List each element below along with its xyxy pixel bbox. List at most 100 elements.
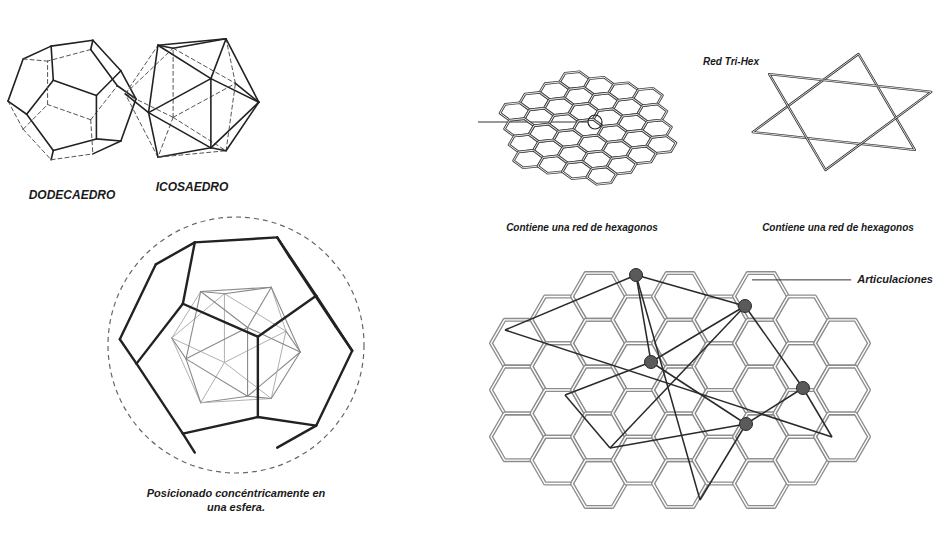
articulated-hexagon-network — [491, 269, 869, 507]
front-edge — [8, 59, 23, 101]
hexagon-inner — [815, 413, 869, 460]
pointer-line — [478, 122, 588, 123]
hexagon-inner — [604, 154, 639, 177]
front-edge — [210, 79, 212, 148]
front-edge — [125, 94, 148, 113]
hidden-edge — [91, 86, 118, 120]
front-edge — [183, 242, 195, 303]
hidden-edge — [51, 154, 93, 160]
hexagon-inner — [815, 367, 869, 414]
hexagon-inner — [644, 133, 679, 156]
front-edge — [137, 364, 183, 434]
triangle-bar — [610, 306, 745, 448]
front-edge — [277, 237, 316, 295]
front-edge — [226, 39, 259, 102]
front-edge — [149, 79, 211, 113]
front-edge — [271, 287, 300, 352]
hidden-edge — [47, 61, 48, 104]
front-edge — [158, 45, 211, 78]
hexagon-outer — [584, 164, 619, 187]
front-edge — [201, 291, 225, 293]
hexagon-outer — [624, 143, 659, 166]
hidden-edge — [271, 331, 286, 398]
front-edge — [211, 39, 226, 79]
front-edge — [186, 359, 248, 396]
front-edge — [335, 326, 352, 350]
front-edge — [156, 242, 195, 264]
triangle-bar — [745, 306, 803, 388]
hidden-edge — [226, 39, 235, 84]
sphere-outline — [108, 217, 364, 473]
front-edge — [27, 114, 54, 150]
hidden-edge — [173, 48, 174, 117]
front-edge — [248, 396, 272, 398]
hidden-edge — [173, 83, 235, 117]
center-marker — [588, 115, 602, 129]
hidden-edge — [172, 338, 201, 403]
front-edge — [121, 71, 136, 99]
front-edge — [91, 40, 93, 49]
front-edge — [224, 287, 271, 293]
articulation-joint — [740, 418, 753, 431]
front-edge — [93, 40, 121, 71]
hexagon-outer — [644, 133, 679, 156]
front-edge — [186, 359, 201, 403]
concentric-solids — [108, 217, 364, 473]
front-edge — [277, 426, 316, 448]
articulation-joint — [797, 382, 810, 395]
front-edge — [257, 337, 259, 417]
hidden-edge — [125, 94, 158, 157]
hidden-edge — [172, 294, 225, 338]
front-edge — [172, 338, 186, 359]
icosahedron — [125, 39, 259, 157]
hidden-edge — [172, 291, 201, 338]
hexagon-outer — [744, 74, 931, 179]
triangle-bar — [565, 362, 651, 395]
hidden-edge — [48, 105, 91, 120]
front-edge — [23, 46, 51, 59]
figure-caption: Contiene una red de hexagonos — [761, 222, 915, 235]
hidden-edge — [125, 45, 158, 94]
triangle-bar — [803, 388, 832, 437]
hidden-edge — [8, 101, 23, 129]
front-edge — [211, 102, 259, 148]
front-edge — [8, 101, 27, 114]
front-edge — [316, 296, 352, 351]
front-edge — [258, 417, 316, 426]
front-edge — [149, 113, 211, 148]
hexagon-inner — [753, 45, 940, 150]
triangle-bar — [651, 306, 745, 362]
hidden-edge — [173, 117, 226, 150]
front-edge — [120, 339, 137, 363]
callout-label: Articulaciones — [856, 273, 934, 287]
figure-caption: Contiene una red de hexagonos — [505, 222, 659, 235]
triangle-bar — [651, 362, 746, 424]
dodecahedron — [8, 40, 136, 160]
front-edge — [271, 352, 300, 399]
front-edge — [51, 46, 53, 80]
hexagon-inner — [744, 74, 931, 179]
triangle-bar — [636, 275, 745, 306]
front-edge — [247, 327, 248, 396]
hexagon-inner — [815, 320, 869, 367]
front-edge — [316, 351, 352, 426]
triangle-bar — [700, 424, 746, 500]
triangle-bar — [746, 388, 803, 424]
front-edge — [183, 434, 195, 453]
hidden-edge — [23, 129, 51, 160]
hexagon-outer — [815, 367, 869, 414]
articulation-joint — [645, 356, 658, 369]
front-edge — [27, 80, 54, 114]
hexagon-outer — [815, 320, 869, 367]
figure-title: DODECAEDRO — [28, 188, 117, 203]
hexagon-inner — [584, 164, 619, 187]
hidden-edge — [173, 48, 235, 83]
tri-hex-network — [744, 45, 939, 179]
hidden-edge — [201, 399, 272, 403]
front-edge — [248, 352, 301, 396]
front-edge — [183, 304, 258, 337]
front-edge — [120, 264, 156, 339]
hidden-edge — [172, 338, 225, 363]
front-edge — [183, 417, 258, 434]
